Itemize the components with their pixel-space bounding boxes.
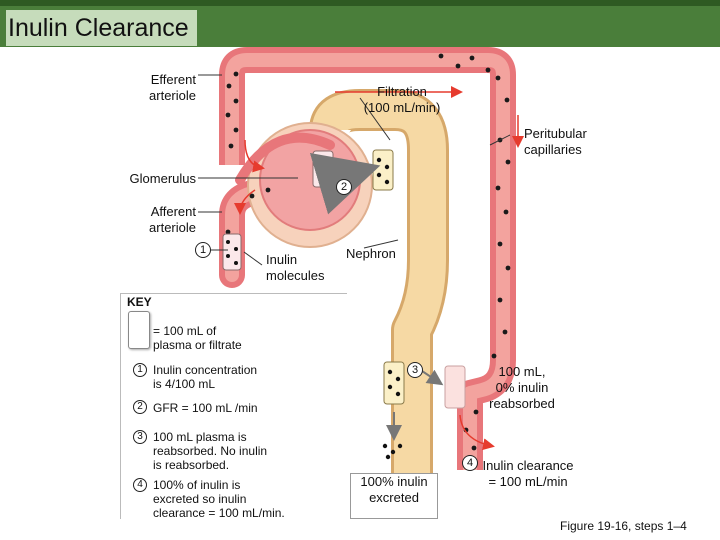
filtrate-unit-tubule: [383, 361, 405, 405]
key-plasma-swatch: [128, 311, 150, 349]
page-title: Inulin Clearance: [6, 10, 197, 46]
key-heading: KEY: [127, 295, 152, 309]
key-swatch-text: = 100 mL of plasma or filtrate: [153, 324, 242, 352]
key-panel: KEY = 100 mL of plasma or filtrate 1 Inu…: [120, 293, 347, 520]
afferent-arteriole-label: Afferent arteriole: [149, 204, 196, 235]
inulin-clearance-label: Inulin clearance = 100 mL/min: [482, 458, 574, 489]
filtration-label: Filtration (100 mL/min): [363, 84, 441, 115]
reabsorbed-label: 100 mL, 0% inulin reabsorbed: [489, 364, 555, 411]
leader-lines: [198, 74, 511, 266]
tubule: [309, 89, 449, 515]
flow-arrows: [234, 86, 524, 451]
step-1-marker: 1: [195, 242, 211, 258]
peritubular-capillaries-label: Peritubular capillaries: [524, 126, 587, 157]
glomerular-loop: [235, 132, 335, 185]
key-item-1: Inulin concentration is 4/100 mL: [153, 363, 258, 391]
step-4-marker: 4: [462, 455, 478, 471]
figure-caption: Figure 19-16, steps 1–4: [560, 519, 687, 533]
peritubular-vessel: [219, 47, 516, 470]
key-step-3: 3: [133, 430, 147, 444]
afferent-plasma-unit: [222, 233, 242, 271]
key-step-1: 1: [133, 363, 147, 377]
glomerulus-label: Glomerulus: [129, 171, 196, 186]
key-item-2: GFR = 100 mL /min: [153, 401, 258, 415]
key-step-2: 2: [133, 400, 147, 414]
key-item-3: 100 mL plasma is reabsorbed. No inulin i…: [153, 430, 268, 472]
inulin-molecules-label: Inulin molecules: [266, 252, 325, 283]
key-step-4: 4: [133, 478, 147, 492]
nephron-label: Nephron: [346, 246, 396, 261]
key-item-4: 100% of inulin is excreted so inulin cle…: [153, 478, 285, 520]
efferent-arteriole-label: Efferent arteriole: [149, 72, 196, 103]
reabsorbed-unit: [444, 365, 466, 409]
plasma-unit-glomerulus: [312, 150, 334, 188]
title-band-top: [0, 0, 720, 6]
excreted-dots: [382, 443, 403, 460]
step-3-marker: 3: [407, 362, 423, 378]
excreted-label: 100% inulin excreted: [350, 473, 438, 519]
filtrate-unit-capsule: [372, 149, 394, 191]
step-2-marker: 2: [336, 179, 352, 195]
